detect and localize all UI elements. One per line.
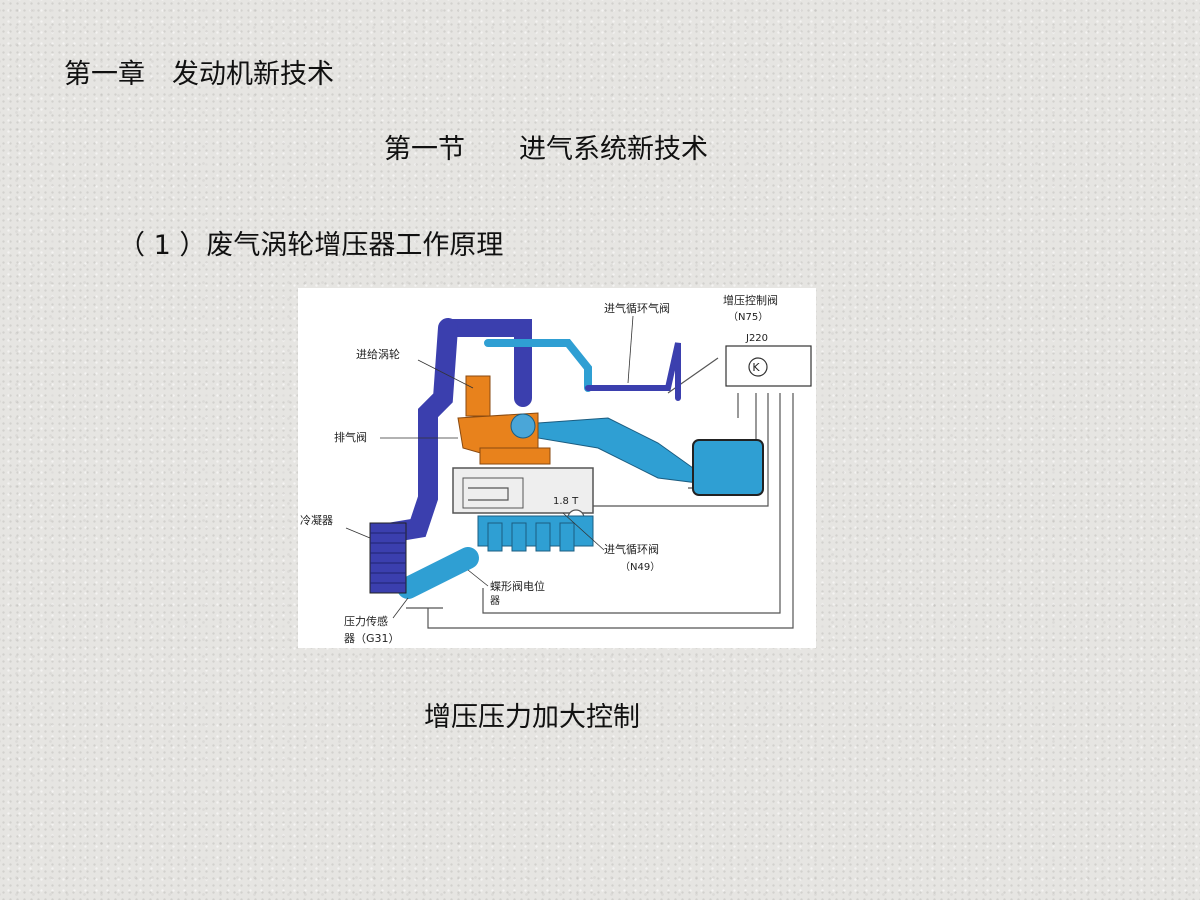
- item-title: （ 1 ）废气涡轮增压器工作原理: [118, 230, 504, 261]
- engine-block: [452, 467, 594, 552]
- label-turbo: 进给涡轮: [356, 347, 400, 361]
- label-intake-recirc-air-valve: 进气循环气阀: [604, 301, 670, 315]
- diagram-caption: 增压压力加大控制: [424, 702, 640, 733]
- turbocharger: [457, 375, 551, 465]
- label-pressure-sensor-line2: 器（G31）: [344, 632, 400, 645]
- label-boost-control-valve: 增压控制阀: [723, 293, 778, 307]
- label-boost-control-valve-code: （N75）: [728, 311, 768, 323]
- label-throttle-pot-line2: 器: [490, 595, 500, 607]
- label-engine: 1.8 T: [553, 496, 579, 507]
- turbocharger-diagram: K 进气循环气阀 增压控制阀 （N75） J220 进给涡轮 排气阀 1.8 T…: [298, 288, 816, 648]
- label-exhaust-valve: 排气阀: [334, 430, 367, 444]
- label-cooler: 冷凝器: [300, 513, 333, 527]
- ecu-box: [725, 345, 812, 387]
- label-recirc-valve: 进气循环阀: [604, 542, 659, 556]
- chapter-title: 第一章 发动机新技术: [64, 59, 334, 90]
- label-pressure-sensor-line1: 压力传感: [344, 615, 388, 628]
- label-recirc-valve-code: （N49）: [620, 561, 660, 573]
- intercooler-pipes: [378, 318, 681, 599]
- label-ecu: J220: [745, 333, 768, 344]
- section-title: 第一节 进气系统新技术: [384, 134, 708, 165]
- air-filter: [692, 439, 764, 496]
- cooler: [369, 522, 407, 594]
- svg-text:K: K: [752, 361, 760, 374]
- label-throttle-pot-line1: 蝶形阀电位: [490, 579, 545, 593]
